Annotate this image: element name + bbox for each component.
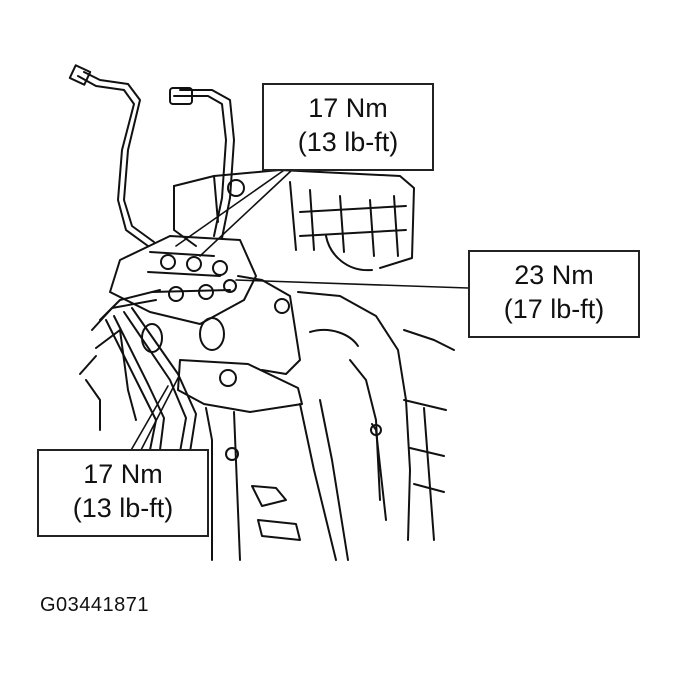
torque-callout-top: 17 Nm (13 lb-ft) [262,83,434,171]
torque-value-metric: 23 Nm [514,260,594,290]
valve-cluster [109,235,257,353]
brake-line-left [68,64,155,247]
mounting-bracket [177,275,349,561]
figure-id-label: G03441871 [40,594,150,616]
torque-value-metric: 17 Nm [308,93,388,123]
torque-value-imperial: (17 lb-ft) [503,294,605,324]
torque-value-metric: 17 Nm [83,459,163,489]
brake-line-middle [169,87,235,239]
torque-value-imperial: (13 lb-ft) [297,127,399,157]
torque-value-imperial: (13 lb-ft) [72,493,174,523]
leader-lines [129,165,469,453]
torque-callout-bottom: 17 Nm (13 lb-ft) [37,449,209,537]
hydraulic-unit-body [173,169,415,272]
torque-callout-right: 23 Nm (17 lb-ft) [468,250,640,338]
vehicle-body-panels [79,291,455,541]
